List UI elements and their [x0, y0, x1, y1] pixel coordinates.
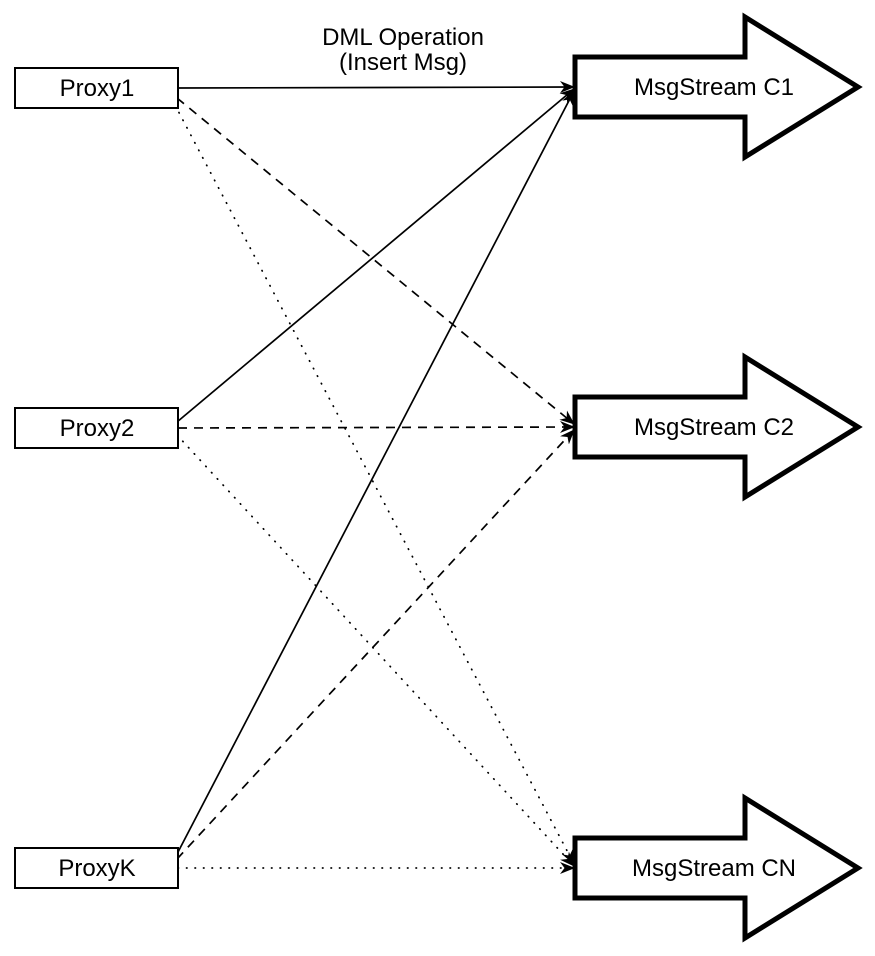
proxy1-node: Proxy1 [14, 67, 179, 109]
proxyk-box [14, 847, 179, 889]
edge-proxy2-to-c2 [177, 421, 575, 434]
msgstream-c1-node: MsgStream C1 [572, 12, 863, 162]
edge-proxy2-to-cn [176, 434, 575, 867]
msgstream-cn-arrow-shape [572, 793, 863, 943]
edge-proxy2-to-c1 [176, 88, 575, 423]
proxy2-label: Proxy2 [60, 415, 135, 442]
edge-proxyk-to-c1 [176, 90, 575, 855]
edge-label-line2: (Insert Msg) [339, 49, 467, 76]
msgstream-c2-label: MsgStream C2 [634, 414, 794, 441]
msgstream-cn-node: MsgStream CN [572, 793, 863, 943]
msgstream-c2-arrow-shape [572, 352, 863, 502]
proxy2-node: Proxy2 [14, 407, 179, 449]
proxyk-label: ProxyK [58, 855, 135, 882]
msgstream-c1-arrow-shape [572, 12, 863, 162]
msgstream-c1-label: MsgStream C1 [634, 74, 794, 101]
edge-label-dml-operation: DML Operation (Insert Msg) [322, 24, 484, 76]
msgstream-c2-node: MsgStream C2 [572, 352, 863, 502]
proxyk-node: ProxyK [14, 847, 179, 889]
proxy1-box [14, 67, 179, 109]
edge-proxy1-to-c2 [176, 97, 575, 425]
edge-proxy1-to-c1 [177, 81, 575, 94]
edges-layer [174, 81, 575, 874]
proxy1-label: Proxy1 [60, 75, 135, 102]
edge-proxy1-to-cn [174, 104, 575, 865]
edge-label-line1: DML Operation [322, 24, 484, 51]
msgstream-cn-label: MsgStream CN [632, 855, 796, 882]
edge-proxyk-to-c2 [176, 429, 575, 860]
proxy2-box [14, 407, 179, 449]
